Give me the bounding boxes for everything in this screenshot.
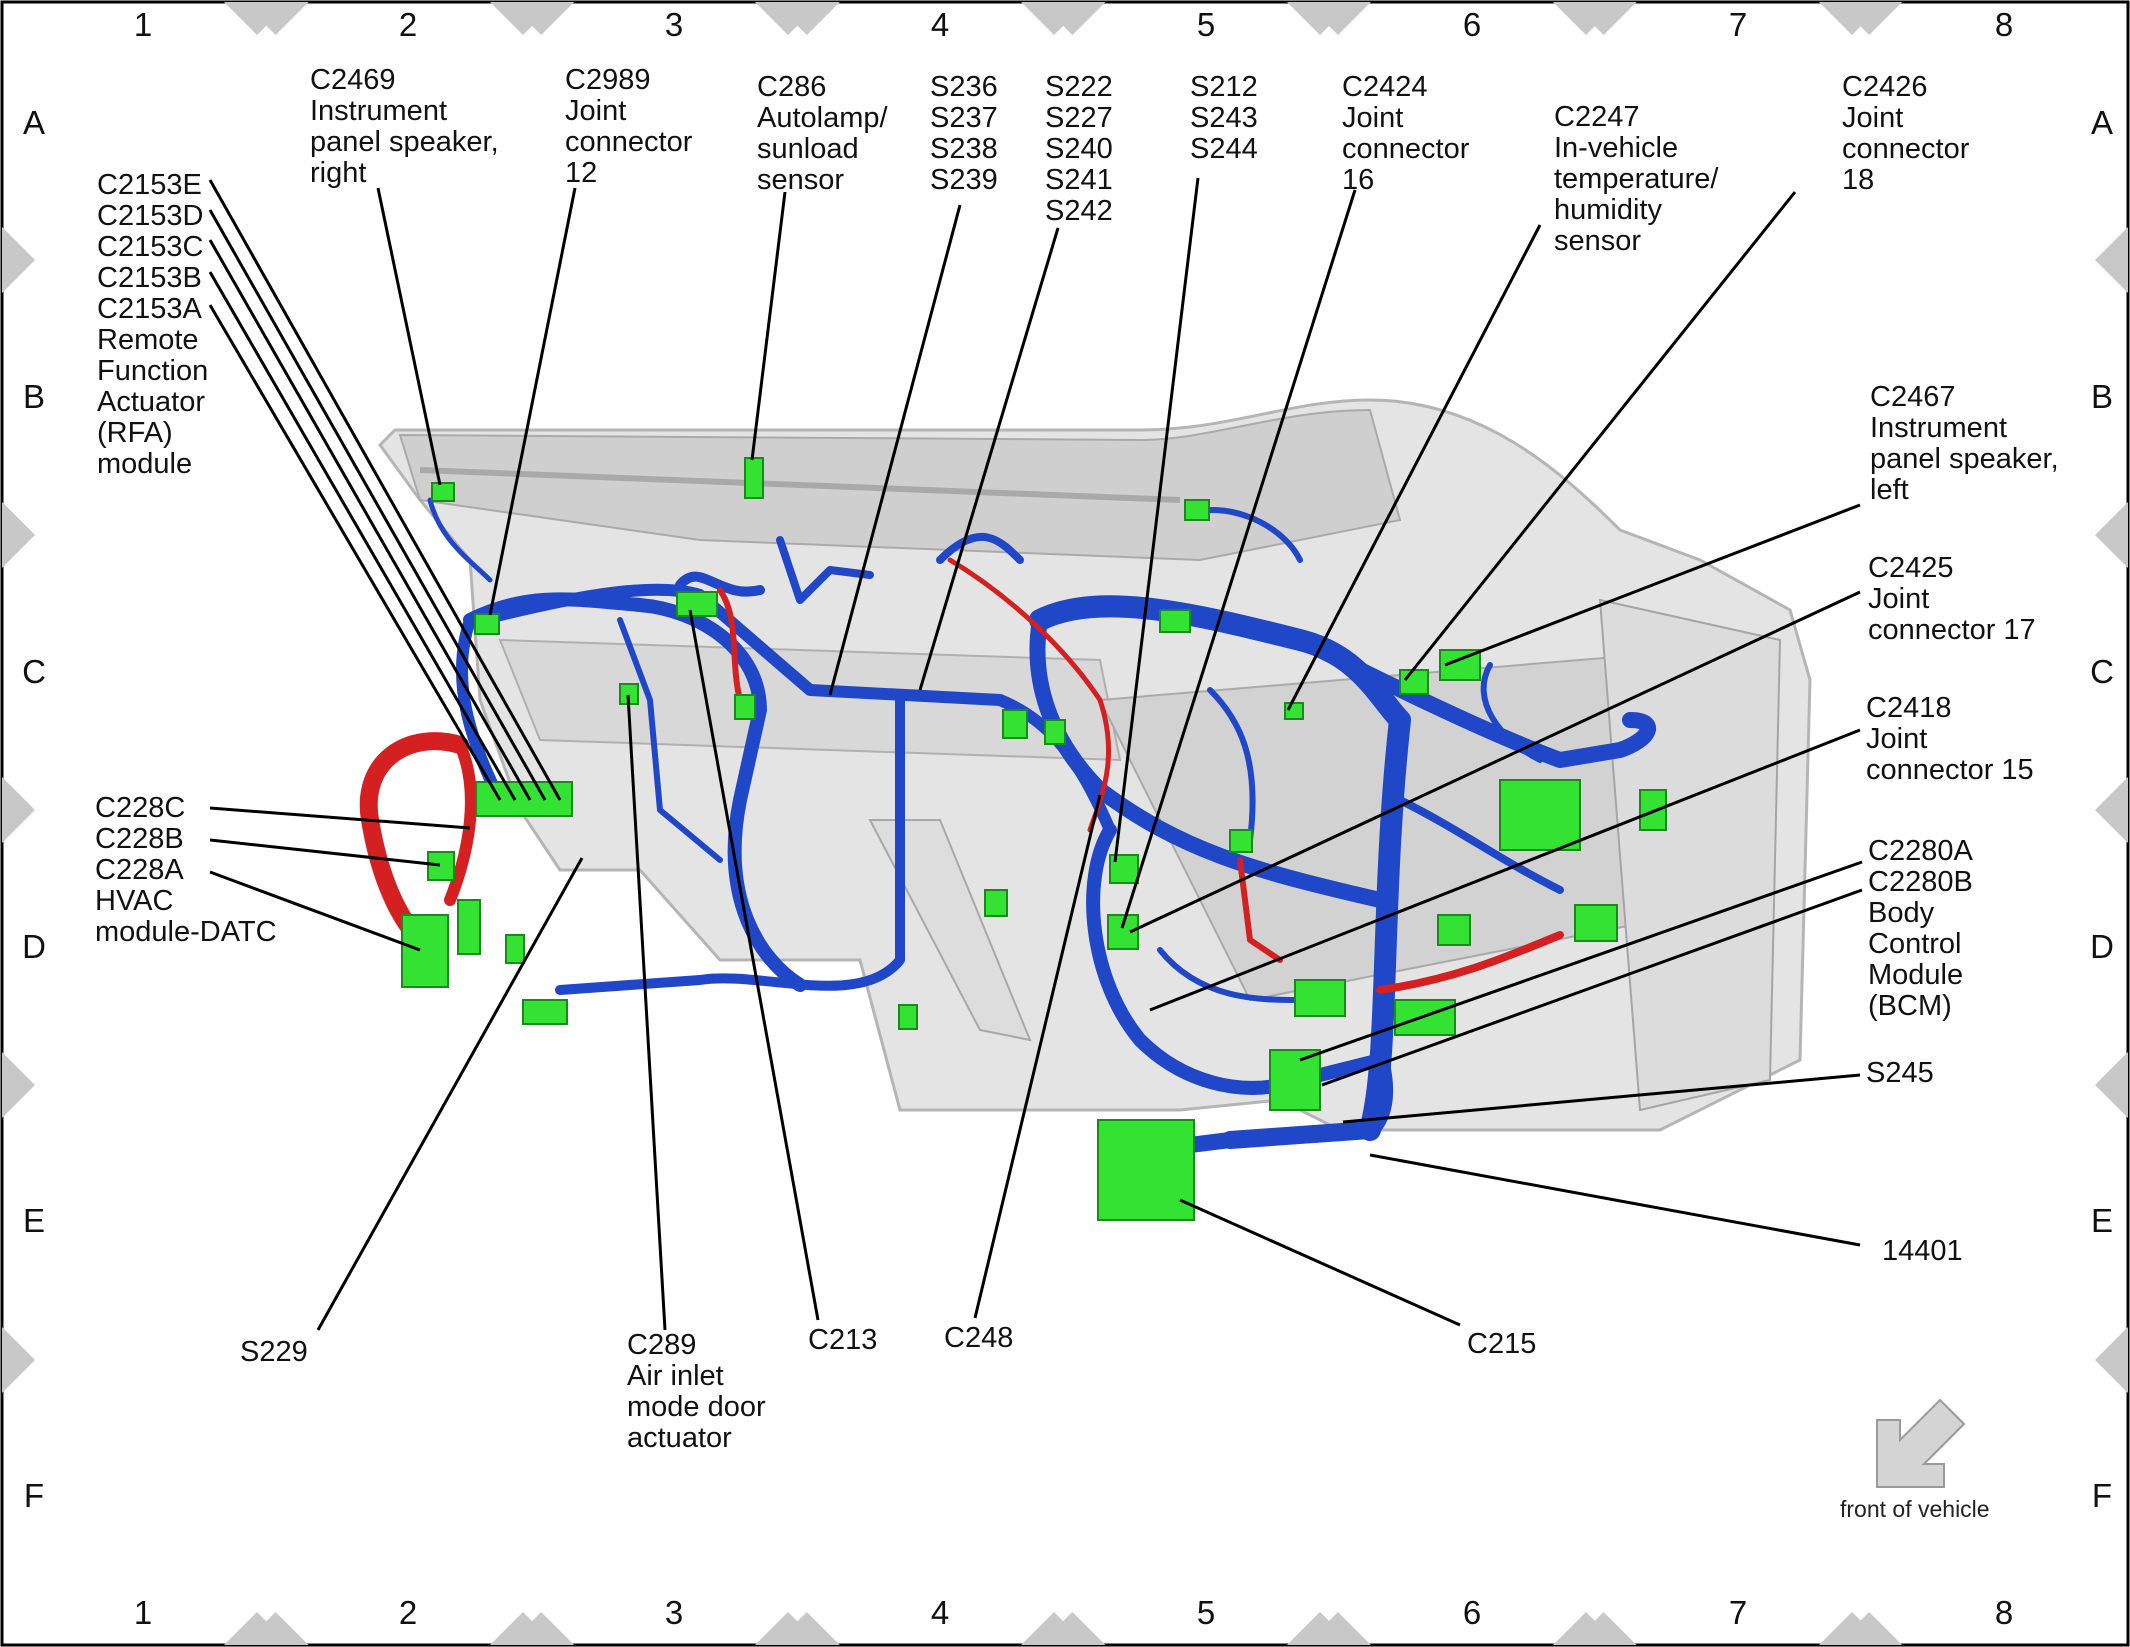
- grid-marker-bottom: [1819, 1612, 1885, 1645]
- grid-col-top-7: 7: [1728, 6, 1748, 43]
- callout-c2989: C2989 Joint connector 12: [565, 64, 693, 189]
- grid-marker-right: [2095, 1327, 2128, 1393]
- grid-marker-right: [2095, 502, 2128, 568]
- grid-marker-top: [1553, 2, 1619, 35]
- callout-c2467: C2467 Instrument panel speaker, left: [1870, 381, 2059, 506]
- callout-c286: C286 Autolamp/ sunload sensor: [757, 71, 888, 196]
- grid-marker-top: [1021, 2, 1087, 35]
- front-of-vehicle-label: front of vehicle: [1840, 1496, 1990, 1522]
- grid-row-left-F: F: [23, 1477, 45, 1514]
- grid-marker-bottom: [1021, 1612, 1087, 1645]
- grid-marker-bottom: [490, 1612, 556, 1645]
- instrument-panel: [378, 398, 1812, 1132]
- grid-col-top-8: 8: [1994, 6, 2014, 43]
- callout-s229: S229: [240, 1336, 308, 1368]
- callout-c2418: C2418 Joint connector 15: [1866, 692, 2034, 786]
- grid-marker-left: [2, 502, 35, 568]
- callout-c2424: C2424 Joint connector 16: [1342, 71, 1470, 196]
- grid-col-bottom-6: 6: [1462, 1594, 1482, 1631]
- grid-marker-right: [2095, 777, 2128, 843]
- callout-c2153-rfa-module: C2153E C2153D C2153C C2153B C2153A Remot…: [97, 169, 209, 480]
- grid-col-top-1: 1: [133, 6, 153, 43]
- grid-row-right-C: C: [2090, 653, 2114, 690]
- defrost-vent: [419, 467, 1181, 503]
- grid-row-left-A: A: [22, 104, 45, 141]
- grid-row-right-A: A: [2090, 104, 2113, 141]
- callout-c2247: C2247 In-vehicle temperature/ humidity s…: [1554, 101, 1719, 257]
- grid-marker-bottom: [755, 1612, 821, 1645]
- grid-marker-top: [224, 2, 290, 35]
- support-bracket: [868, 819, 1032, 1042]
- arrow-down-left-icon: [1876, 1398, 1966, 1488]
- callout-c2469: C2469 Instrument panel speaker, right: [310, 64, 499, 189]
- callout-c2425: C2425 Joint connector 17: [1868, 552, 2036, 646]
- grid-col-top-4: 4: [930, 6, 950, 43]
- grid-marker-bottom: [1287, 1612, 1353, 1645]
- grid-col-bottom-8: 8: [1994, 1594, 2014, 1631]
- grid-col-top-3: 3: [664, 6, 684, 43]
- grid-marker-left: [2, 777, 35, 843]
- grid-marker-left: [2, 1327, 35, 1393]
- callout-c213: C213: [808, 1324, 878, 1356]
- grid-col-bottom-4: 4: [930, 1594, 950, 1631]
- leader-lines: [208, 177, 1863, 1331]
- callout-s222-s242: S222 S227 S240 S241 S242: [1045, 71, 1113, 227]
- callout-s212-s244: S212 S243 S244: [1190, 71, 1258, 165]
- grid-row-left-B: B: [22, 378, 45, 415]
- grid-col-top-2: 2: [398, 6, 418, 43]
- center-structure: [498, 638, 1122, 762]
- grid-marker-left: [2, 1052, 35, 1118]
- grid-row-right-E: E: [2090, 1202, 2113, 1239]
- grid-row-left-C: C: [22, 653, 46, 690]
- grid-col-bottom-1: 1: [133, 1594, 153, 1631]
- callout-14401: 14401: [1882, 1235, 1963, 1267]
- grid-row-right-D: D: [2090, 928, 2114, 965]
- grid-row-left-D: D: [22, 928, 46, 965]
- grid-col-bottom-3: 3: [664, 1594, 684, 1631]
- grid-marker-left: [2, 227, 35, 293]
- grid-marker-bottom: [224, 1612, 290, 1645]
- grid-marker-top: [1819, 2, 1885, 35]
- grid-col-bottom-2: 2: [398, 1594, 418, 1631]
- grid-marker-right: [2095, 1052, 2128, 1118]
- grid-marker-top: [1287, 2, 1353, 35]
- callout-c2426: C2426 Joint connector 18: [1842, 71, 1970, 196]
- callout-c248: C248: [944, 1322, 1014, 1354]
- grid-row-left-E: E: [22, 1202, 45, 1239]
- grid-col-bottom-7: 7: [1728, 1594, 1748, 1631]
- callout-c215: C215: [1467, 1328, 1537, 1360]
- callout-c289: C289 Air inlet mode door actuator: [627, 1329, 766, 1454]
- grid-col-top-6: 6: [1462, 6, 1482, 43]
- grid-col-top-5: 5: [1196, 6, 1216, 43]
- callout-c2280-bcm: C2280A C2280B Body Control Module (BCM): [1868, 835, 1973, 1022]
- callout-s245: S245: [1866, 1057, 1934, 1089]
- grid-marker-right: [2095, 227, 2128, 293]
- callout-c228-hvac: C228C C228B C228A HVAC module-DATC: [95, 792, 277, 948]
- grid-marker-top: [755, 2, 821, 35]
- grid-marker-bottom: [1553, 1612, 1619, 1645]
- grid-marker-top: [490, 2, 556, 35]
- grid-col-bottom-5: 5: [1196, 1594, 1216, 1631]
- grid-row-right-B: B: [2090, 378, 2113, 415]
- grid-row-right-F: F: [2091, 1477, 2113, 1514]
- callout-s236-s239: S236 S237 S238 S239: [930, 71, 998, 196]
